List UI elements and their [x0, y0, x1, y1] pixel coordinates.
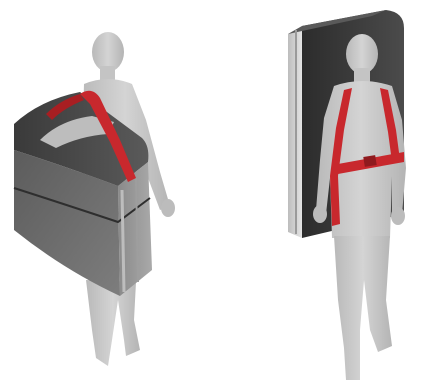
- right-figure-hand-left: [313, 205, 327, 223]
- right-strap-buckle: [363, 155, 376, 167]
- figure-shoulder-carry: [14, 32, 175, 366]
- left-figure-neck: [100, 66, 115, 80]
- figure-backpack-carry: [288, 10, 406, 380]
- left-figure-hand: [161, 199, 175, 217]
- left-pad-edge-stripe: [122, 190, 124, 292]
- left-figure-legs: [86, 280, 140, 366]
- right-figure-hand-right: [391, 207, 405, 225]
- right-figure-legs: [334, 236, 392, 380]
- right-figure-neck: [354, 68, 370, 82]
